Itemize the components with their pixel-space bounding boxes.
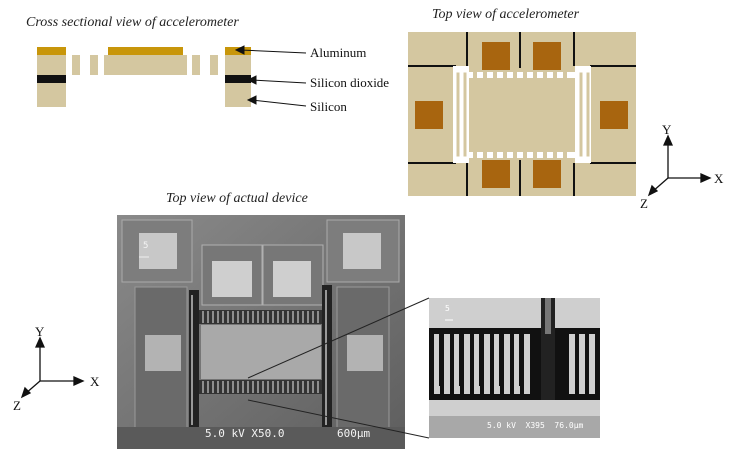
sem-zoom-caption: 5.0 kV X395 76.0µm	[487, 421, 584, 430]
comb-fingers-bottom	[473, 148, 567, 160]
axis-y-label-bottom: Y	[35, 324, 45, 339]
proof-mass	[469, 82, 575, 148]
comb-fingers-top	[473, 70, 567, 82]
silicon-beam-2	[90, 55, 98, 75]
oxide-right	[225, 75, 251, 83]
silicon-left-bottom	[37, 83, 66, 107]
sem-zoom-scale-mark: 5	[445, 304, 450, 313]
sem-zoom-image: 5 5.0 kV X395 76.0µm	[429, 298, 600, 438]
axis-z-label-bottom: Z	[13, 398, 21, 413]
silicon-right-bottom	[225, 83, 251, 107]
bond-pads	[415, 42, 628, 188]
sem-main-caption: 5.0 kV X50.0	[205, 427, 285, 440]
sem-main-image: 5 5.0 kV X50.0 600µm	[117, 215, 405, 449]
axis-x-label-top: X	[714, 171, 724, 186]
silicon-right-top	[225, 55, 251, 75]
axis-y-label-top: Y	[662, 122, 672, 137]
aluminum-label: Aluminum	[310, 45, 367, 60]
cross-section-title: Cross sectional view of accelerometer	[26, 15, 239, 30]
springs	[455, 71, 591, 158]
silicon-beam-1	[72, 55, 80, 75]
cross-section-layers	[37, 47, 251, 107]
silicon-dioxide-label: Silicon dioxide	[310, 75, 390, 90]
aluminum-layer-left	[37, 47, 66, 55]
axis-z-label-top: Z	[640, 196, 648, 211]
aluminum-layer-center	[108, 47, 183, 55]
sem-main-scale: 600µm	[337, 427, 371, 440]
sem-main-scale-mark: 5	[143, 241, 149, 251]
silicon-beam-4	[210, 55, 218, 75]
silicon-beam-3	[192, 55, 200, 75]
silicon-left-top	[37, 55, 66, 75]
silicon-proof-mass	[104, 55, 187, 75]
actual-device-title: Top view of actual device	[166, 191, 308, 206]
oxide-left	[37, 75, 66, 83]
top-view-title: Top view of accelerometer	[432, 7, 580, 22]
silicon-label: Silicon	[310, 99, 347, 114]
frame-lines	[408, 32, 636, 196]
axis-x-label-bottom: X	[90, 374, 100, 389]
leader-arrows	[234, 45, 307, 107]
